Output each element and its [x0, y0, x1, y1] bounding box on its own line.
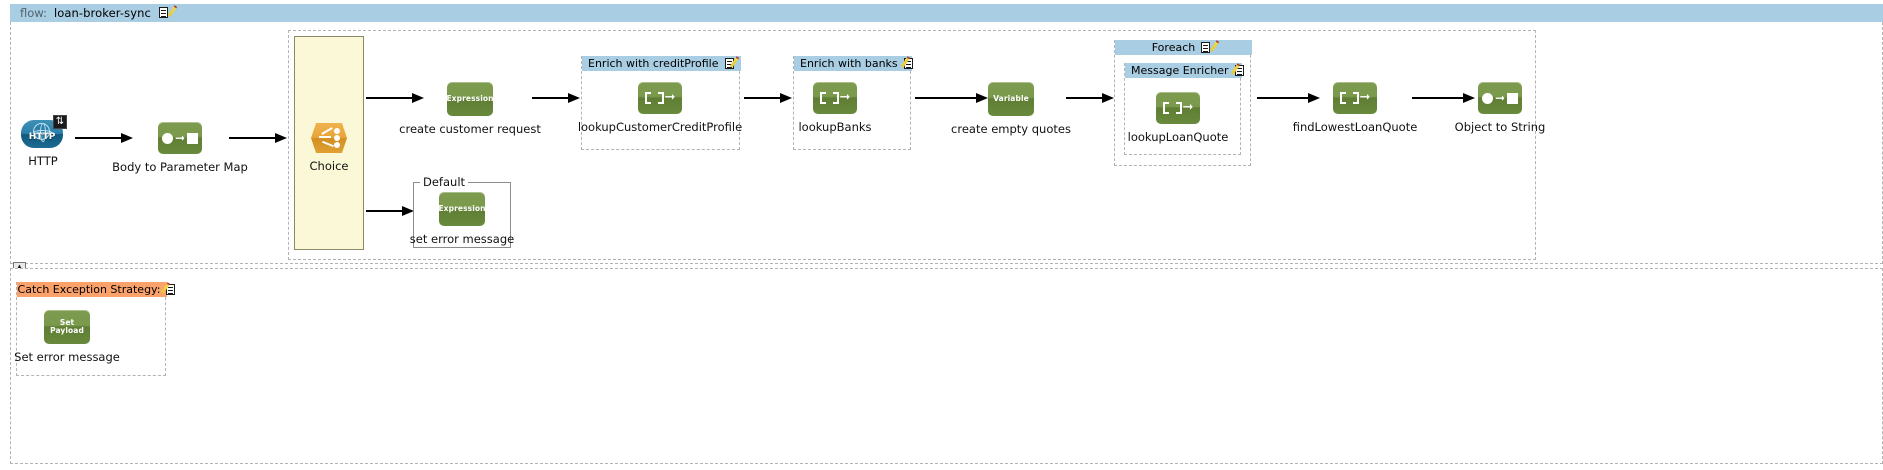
node-set-error-message-catch-label: Set error message — [14, 350, 120, 364]
node-lookup-customer-credit-profile[interactable]: ➞ lookupCustomerCreditProfile — [575, 82, 745, 134]
node-find-lowest-loan-quote-label: findLowestLoanQuote — [1292, 120, 1418, 134]
http-endpoint-icon: HTTP ⇅ — [21, 115, 67, 148]
node-create-customer-request[interactable]: Expression create customer request — [395, 82, 545, 136]
arrow-body-param-to-choice — [229, 133, 287, 143]
arrow-foreach-to-find-lowest-loan-quote — [1257, 93, 1320, 103]
flow-key-label: flow: — [20, 6, 47, 20]
scope-enrich-banks-title-label: Enrich with banks — [800, 57, 898, 70]
arrow-choice-to-create-customer-request — [366, 93, 424, 103]
variable-icon-text: Variable — [993, 94, 1029, 104]
node-object-to-string[interactable]: ➞ Object to String — [1435, 82, 1565, 134]
flow-name-label: loan-broker-sync — [53, 6, 151, 20]
node-lookup-loan-quote[interactable]: ➞ lookupLoanQuote — [1113, 92, 1243, 144]
scope-message-enricher-title-label: Message Enricher — [1131, 64, 1229, 77]
edit-pencil-icon[interactable] — [900, 55, 913, 70]
scope-enrich-credit-profile-title[interactable]: Enrich with creditProfile — [582, 55, 741, 71]
node-lookup-banks-label: lookupBanks — [798, 120, 872, 134]
scope-foreach-title[interactable]: Foreach — [1115, 39, 1252, 55]
expression-icon: Expression — [438, 192, 486, 226]
node-lookup-loan-quote-label: lookupLoanQuote — [1127, 130, 1229, 144]
variable-icon: Variable — [988, 82, 1034, 116]
message-enricher-icon: ➞ — [813, 82, 857, 114]
arrow-enrich-banks-to-create-empty-quotes — [915, 93, 988, 103]
node-set-error-message-default-label: set error message — [409, 232, 515, 246]
expression-icon-text: Expression — [438, 204, 486, 214]
node-create-empty-quotes-label: create empty quotes — [951, 122, 1071, 136]
node-http-label: HTTP — [28, 154, 58, 168]
node-choice[interactable]: Choice — [284, 123, 374, 173]
expression-icon: Expression — [446, 82, 494, 116]
node-body-to-parameter-map-label: Body to Parameter Map — [112, 160, 248, 174]
node-lookup-banks[interactable]: ➞ lookupBanks — [775, 82, 895, 134]
default-branch-legend: Default — [420, 175, 469, 189]
edit-pencil-icon[interactable] — [1230, 62, 1244, 77]
edit-pencil-icon[interactable] — [724, 55, 740, 70]
exception-strategy-region — [10, 268, 1883, 464]
arrow-http-to-body-param — [75, 133, 133, 143]
message-enricher-icon: ➞ — [638, 82, 682, 114]
scope-foreach-title-label: Foreach — [1151, 41, 1196, 54]
scope-message-enricher-title[interactable]: Message Enricher — [1125, 62, 1244, 78]
scope-enrich-banks-title[interactable]: Enrich with banks — [794, 55, 913, 71]
arrow-find-lowest-to-object-to-string — [1412, 93, 1475, 103]
node-lookup-customer-credit-profile-label: lookupCustomerCreditProfile — [577, 120, 743, 134]
scope-enrich-credit-profile-title-label: Enrich with creditProfile — [588, 57, 719, 70]
node-create-customer-request-label: create customer request — [399, 122, 541, 136]
arrow-create-empty-quotes-to-foreach — [1066, 93, 1114, 103]
request-response-badge-icon: ⇅ — [53, 115, 67, 129]
choice-router-icon — [311, 123, 347, 153]
message-enricher-icon: ➞ — [1156, 92, 1200, 124]
object-transform-icon: ➞ — [1478, 82, 1522, 114]
edit-pencil-icon[interactable] — [158, 5, 178, 19]
node-choice-label: Choice — [309, 159, 349, 173]
expression-icon-text: Expression — [446, 94, 494, 104]
set-payload-icon: Set Payload — [44, 310, 90, 344]
arrow-create-request-to-enrich-credit — [532, 93, 580, 103]
node-object-to-string-label: Object to String — [1454, 120, 1546, 134]
arrow-enrich-credit-to-enrich-banks — [744, 93, 792, 103]
scope-catch-exception-title[interactable]: Catch Exception Strategy: — [17, 281, 176, 297]
edit-pencil-icon[interactable] — [1201, 39, 1220, 54]
object-transform-icon: ➞ — [158, 122, 202, 154]
arrow-choice-to-default-branch — [366, 206, 414, 216]
node-body-to-parameter-map[interactable]: ➞ Body to Parameter Map — [105, 122, 255, 174]
set-payload-icon-text: Set Payload — [50, 318, 84, 335]
node-create-empty-quotes[interactable]: Variable create empty quotes — [936, 82, 1086, 136]
scope-catch-exception-strategy: Catch Exception Strategy: — [16, 281, 176, 376]
node-find-lowest-loan-quote[interactable]: ➞ findLowestLoanQuote — [1280, 82, 1430, 134]
node-set-error-message-default[interactable]: Expression set error message — [407, 192, 517, 246]
scope-catch-exception-title-label: Catch Exception Strategy: — [17, 283, 161, 296]
node-set-error-message-catch[interactable]: Set Payload Set error message — [2, 310, 132, 364]
message-enricher-icon: ➞ — [1333, 82, 1377, 114]
flow-title-bar[interactable]: flow: loan-broker-sync — [10, 4, 1883, 22]
http-icon-text: HTTP — [28, 132, 56, 142]
node-http[interactable]: HTTP ⇅ HTTP — [0, 115, 118, 168]
